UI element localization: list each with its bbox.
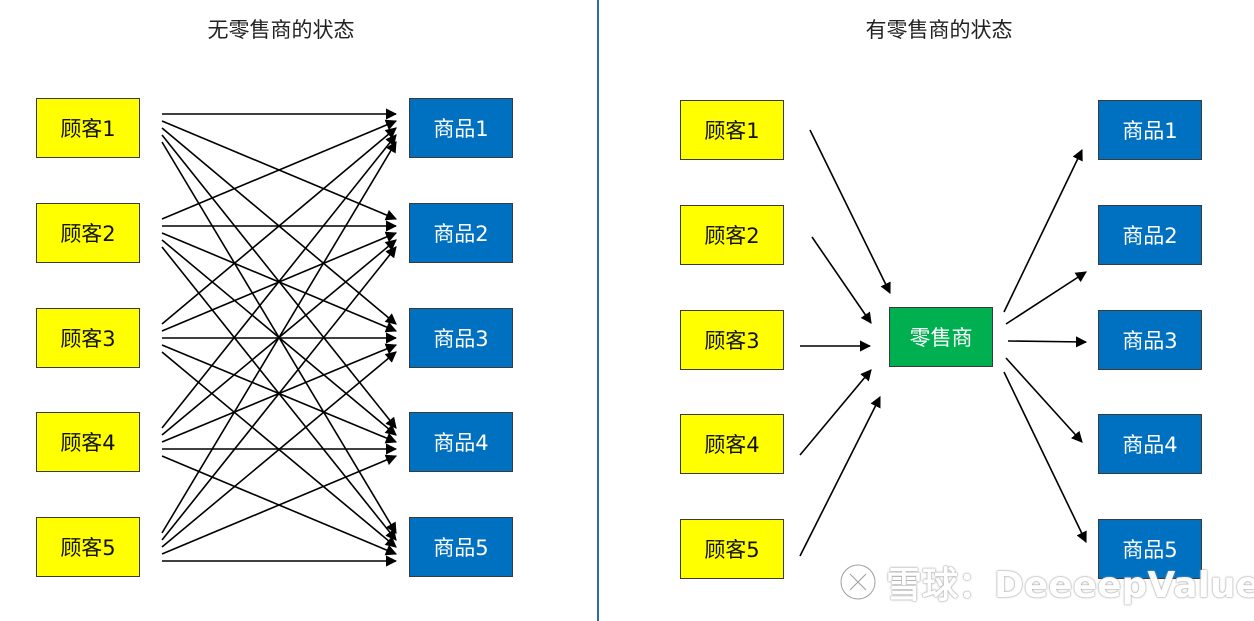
arrow-customer5-to-product1 (161, 141, 397, 534)
arrow-customer3-to-product1 (161, 127, 397, 325)
arrow-retailer-to-product1 (1003, 148, 1083, 313)
arrow-retailer-to-product5 (1003, 371, 1087, 544)
right-customer-4: 顾客4 (680, 414, 784, 474)
left-customer-4: 顾客4 (36, 412, 140, 472)
arrow-customer2-to-retailer (811, 236, 872, 324)
arrow-customer4-to-retailer (799, 369, 872, 456)
arrow-customer5-to-product2 (161, 246, 397, 541)
retailer-box: 零售商 (889, 307, 993, 367)
watermark: 雪球：DeeeepValue (838, 560, 1254, 606)
right-panel-title: 有零售商的状态 (865, 18, 1013, 42)
left-customer-1: 顾客1 (36, 98, 140, 158)
left-product-3: 商品3 (409, 308, 513, 368)
right-product-1: 商品1 (1098, 100, 1202, 160)
arrow-customer4-to-product1 (161, 134, 397, 429)
arrow-customer5-to-product4 (161, 454, 398, 555)
left-product-1: 商品1 (409, 98, 513, 158)
arrow-retailer-to-product4 (1005, 357, 1083, 443)
left-product-5: 商品5 (409, 517, 513, 577)
left-product-4: 商品4 (409, 412, 513, 472)
right-product-5: 商品5 (1098, 519, 1202, 579)
arrow-customer1-to-retailer (809, 129, 891, 295)
left-panel-title: 无零售商的状态 (207, 18, 355, 42)
arrow-customer2-to-product1 (161, 119, 398, 220)
panel-divider (597, 0, 599, 621)
left-product-2: 商品2 (409, 203, 513, 263)
right-product-4: 商品4 (1098, 414, 1202, 474)
right-customer-5: 顾客5 (680, 519, 784, 579)
arrow-customer5-to-retailer (799, 395, 881, 557)
right-customer-1: 顾客1 (680, 100, 784, 160)
right-product-3: 商品3 (1098, 310, 1202, 370)
right-customer-3: 顾客3 (680, 310, 784, 370)
arrow-customer5-to-product3 (161, 351, 397, 548)
left-customer-5: 顾客5 (36, 517, 140, 577)
left-customer-2: 顾客2 (36, 203, 140, 263)
arrow-retailer-to-product3 (1007, 336, 1088, 348)
arrow-retailer-to-product2 (1005, 271, 1087, 325)
snowball-logo-icon (839, 563, 877, 601)
watermark-text: 雪球：DeeeepValue (886, 565, 1254, 606)
left-customer-3: 顾客3 (36, 308, 140, 368)
right-customer-2: 顾客2 (680, 205, 784, 265)
right-product-2: 商品2 (1098, 205, 1202, 265)
